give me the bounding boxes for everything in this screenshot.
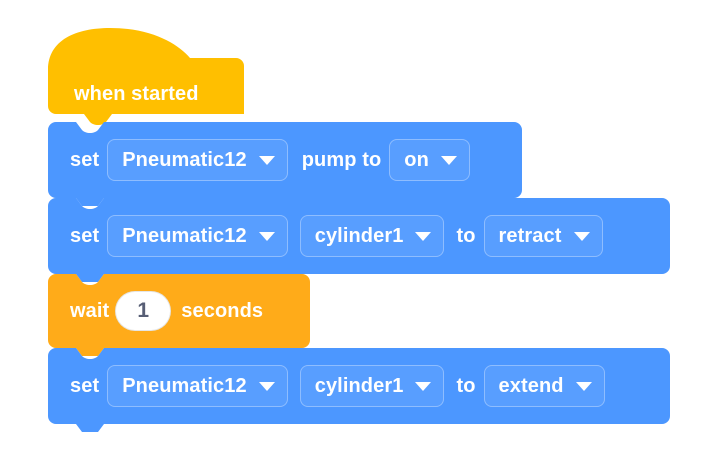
block-wait[interactable]: wait 1 seconds	[48, 274, 310, 356]
block-set-cylinder-retract-state-dropdown[interactable]: retract	[483, 215, 603, 257]
block-wait-duration-input[interactable]: 1	[115, 291, 172, 331]
block-set-cylinder-extend-verb-label: set	[70, 374, 100, 397]
block-set-cylinder-extend-state-dropdown[interactable]: extend	[483, 365, 605, 407]
block-set-cylinder-retract-device-dropdown[interactable]: Pneumatic12	[107, 215, 288, 257]
block-set-cylinder-retract-middle-label: to	[456, 224, 476, 247]
block-set-cylinder-extend[interactable]: set Pneumatic12 cylinder1 to extend	[48, 348, 670, 432]
block-set-pump-device-value: Pneumatic12	[122, 148, 247, 171]
block-stack[interactable]: when started set Pneumatic12 pump to on	[48, 28, 670, 432]
block-set-pump[interactable]: set Pneumatic12 pump to on	[48, 122, 522, 206]
block-wait-unit-label: seconds	[181, 299, 264, 322]
block-set-pump-state-value: on	[404, 148, 429, 171]
block-wait-content: wait 1 seconds	[48, 274, 263, 348]
chevron-down-icon	[258, 155, 275, 165]
block-when-started-label: when started	[74, 83, 199, 105]
chevron-down-icon	[575, 381, 592, 391]
block-set-pump-middle-label: pump to	[301, 148, 382, 171]
block-set-cylinder-extend-middle-label: to	[456, 374, 476, 397]
chevron-down-icon	[415, 381, 432, 391]
block-set-cylinder-extend-port-dropdown[interactable]: cylinder1	[299, 365, 445, 407]
block-set-cylinder-retract-content: set Pneumatic12 cylinder1 to retract	[48, 198, 603, 274]
block-set-pump-state-dropdown[interactable]: on	[389, 139, 470, 181]
block-set-pump-device-dropdown[interactable]: Pneumatic12	[107, 139, 288, 181]
block-set-pump-content: set Pneumatic12 pump to on	[48, 122, 470, 198]
block-when-started[interactable]: when started	[48, 28, 244, 125]
block-set-cylinder-retract-port-dropdown[interactable]: cylinder1	[299, 215, 445, 257]
block-set-cylinder-extend-device-dropdown[interactable]: Pneumatic12	[107, 365, 288, 407]
block-set-cylinder-retract-state-value: retract	[498, 224, 562, 247]
block-set-cylinder-extend-content: set Pneumatic12 cylinder1 to extend	[48, 348, 605, 424]
chevron-down-icon	[258, 381, 275, 391]
block-when-started-content: when started	[48, 28, 199, 122]
block-set-cylinder-retract-verb-label: set	[70, 224, 100, 247]
chevron-down-icon	[573, 231, 590, 241]
block-set-pump-verb-label: set	[70, 148, 100, 171]
block-set-cylinder-retract-port-value: cylinder1	[314, 224, 404, 247]
chevron-down-icon	[440, 155, 457, 165]
block-set-cylinder-retract-device-value: Pneumatic12	[122, 224, 247, 247]
block-set-cylinder-extend-state-value: extend	[498, 374, 564, 397]
block-set-cylinder-extend-port-value: cylinder1	[314, 374, 404, 397]
block-wait-verb-label: wait	[70, 299, 110, 322]
block-set-cylinder-retract[interactable]: set Pneumatic12 cylinder1 to retract	[48, 198, 670, 282]
chevron-down-icon	[258, 231, 275, 241]
chevron-down-icon	[415, 231, 432, 241]
block-set-cylinder-extend-device-value: Pneumatic12	[122, 374, 247, 397]
